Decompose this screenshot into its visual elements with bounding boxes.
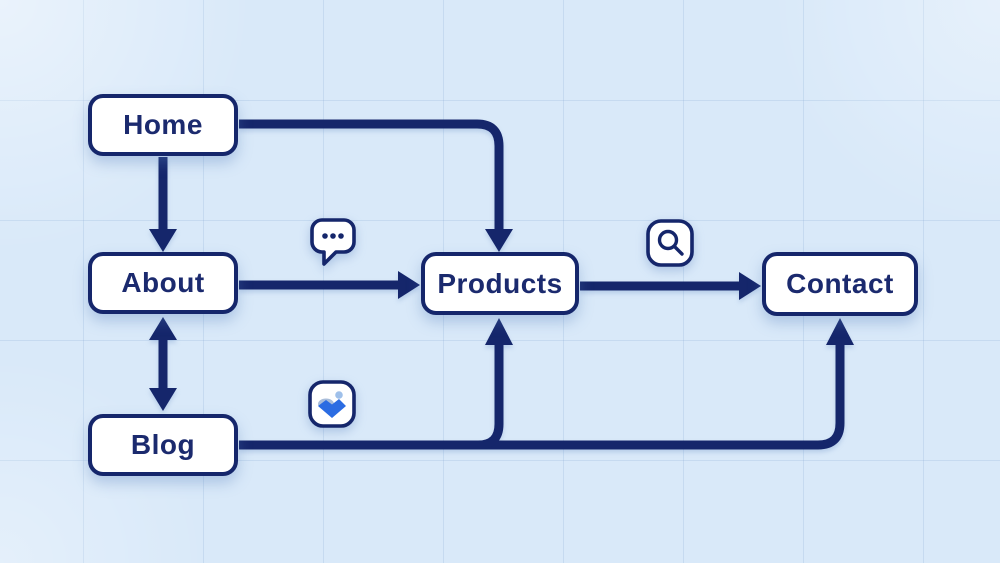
node-blog: Blog xyxy=(88,414,238,476)
node-about-label: About xyxy=(121,267,205,298)
node-products: Products xyxy=(421,252,579,315)
edge-home-products xyxy=(239,119,504,232)
arrowhead-home-products xyxy=(485,229,513,252)
node-home: Home xyxy=(88,94,238,156)
arrowhead-blog-products xyxy=(485,318,513,345)
arrowhead-products-contact xyxy=(739,272,761,300)
search-icon xyxy=(646,219,694,267)
arrowhead-about-blog-bottom xyxy=(149,388,177,411)
node-home-label: Home xyxy=(123,109,203,140)
arrowhead-blog-contact xyxy=(826,318,854,345)
arrowhead-about-products xyxy=(398,271,420,299)
node-contact: Contact xyxy=(762,252,918,316)
image-icon xyxy=(308,380,356,428)
comment-icon xyxy=(310,218,356,266)
arrowhead-about-blog-top xyxy=(149,317,177,340)
arrowhead-home-about xyxy=(149,229,177,252)
node-contact-label: Contact xyxy=(786,268,894,299)
edge-blog-products xyxy=(477,344,504,450)
node-products-label: Products xyxy=(437,267,563,299)
node-blog-label: Blog xyxy=(130,429,196,460)
node-about: About xyxy=(88,252,238,314)
